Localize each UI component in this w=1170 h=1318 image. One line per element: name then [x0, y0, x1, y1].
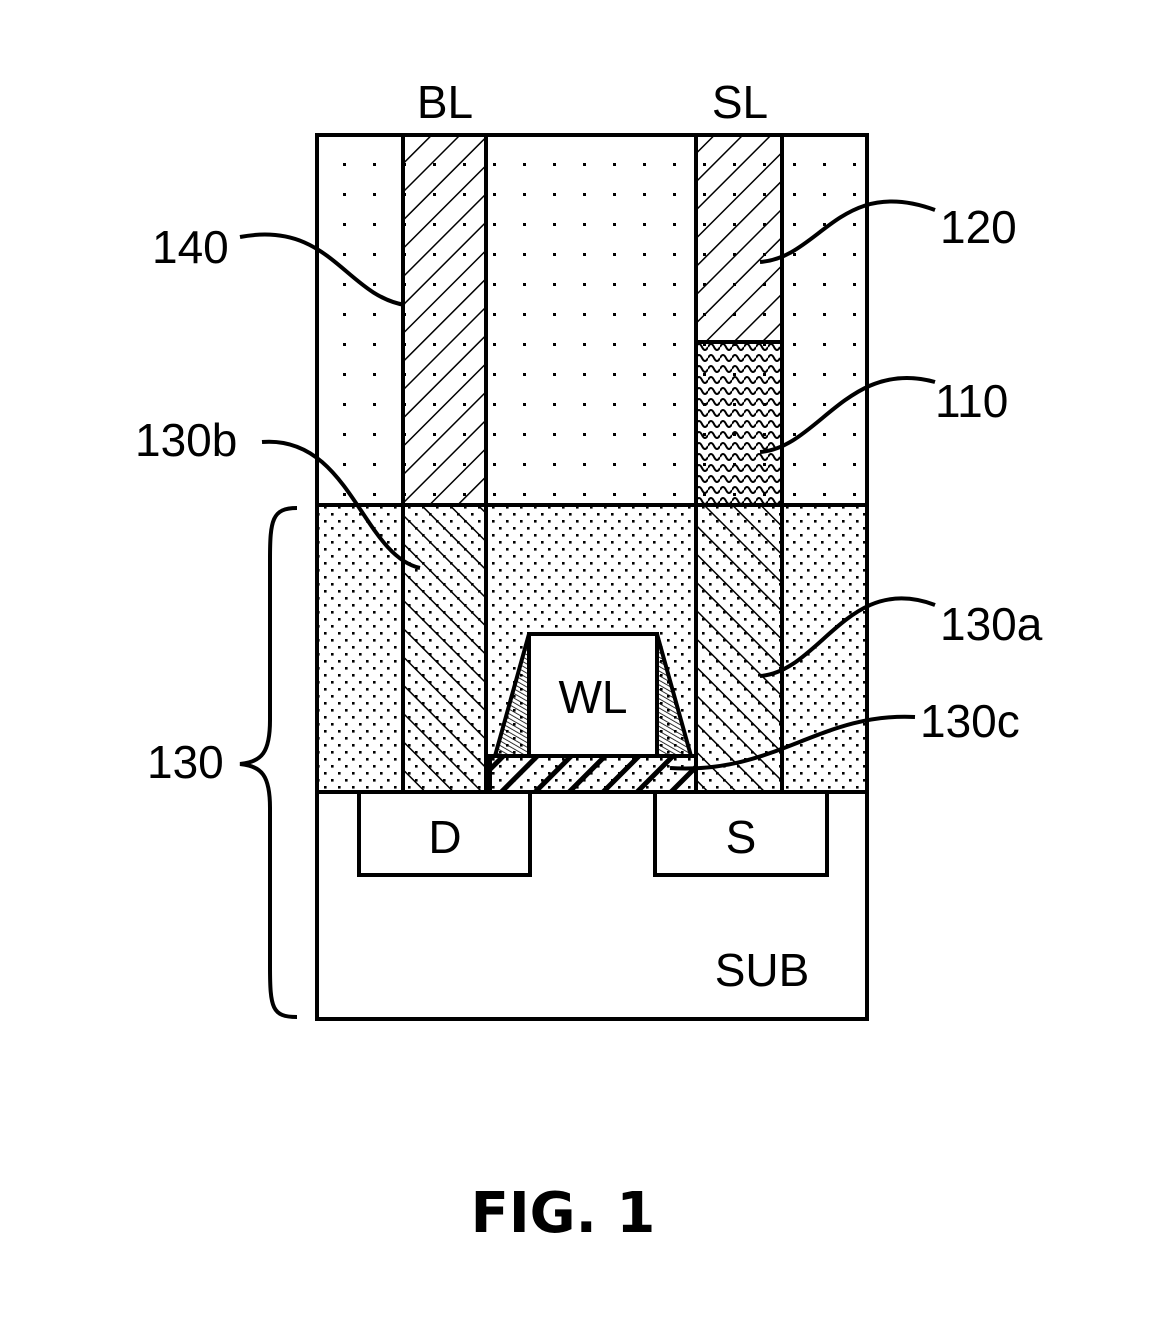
brace-130	[240, 508, 297, 1017]
contact-plug-130b	[403, 505, 486, 792]
label-wl: WL	[559, 671, 628, 723]
label-130b: 130b	[135, 414, 237, 466]
label-sl: SL	[712, 76, 768, 128]
label-120: 120	[940, 201, 1017, 253]
upper-dielectric-layer	[317, 135, 867, 505]
memory-element-110	[696, 342, 782, 505]
label-drain: D	[428, 811, 461, 863]
label-substrate: SUB	[715, 944, 810, 996]
label-140: 140	[152, 221, 229, 273]
label-110: 110	[935, 375, 1008, 427]
gate-dielectric-130c	[490, 756, 696, 792]
source-line-contact-120	[696, 135, 782, 342]
bit-line-contact-140	[403, 135, 486, 505]
label-130a: 130a	[940, 598, 1043, 650]
label-130c: 130c	[920, 695, 1020, 747]
label-source: S	[726, 811, 757, 863]
label-bl: BL	[417, 76, 473, 128]
label-130: 130	[147, 736, 224, 788]
figure-caption: FIG. 1	[471, 1181, 656, 1246]
contact-plug-130a	[696, 505, 782, 792]
